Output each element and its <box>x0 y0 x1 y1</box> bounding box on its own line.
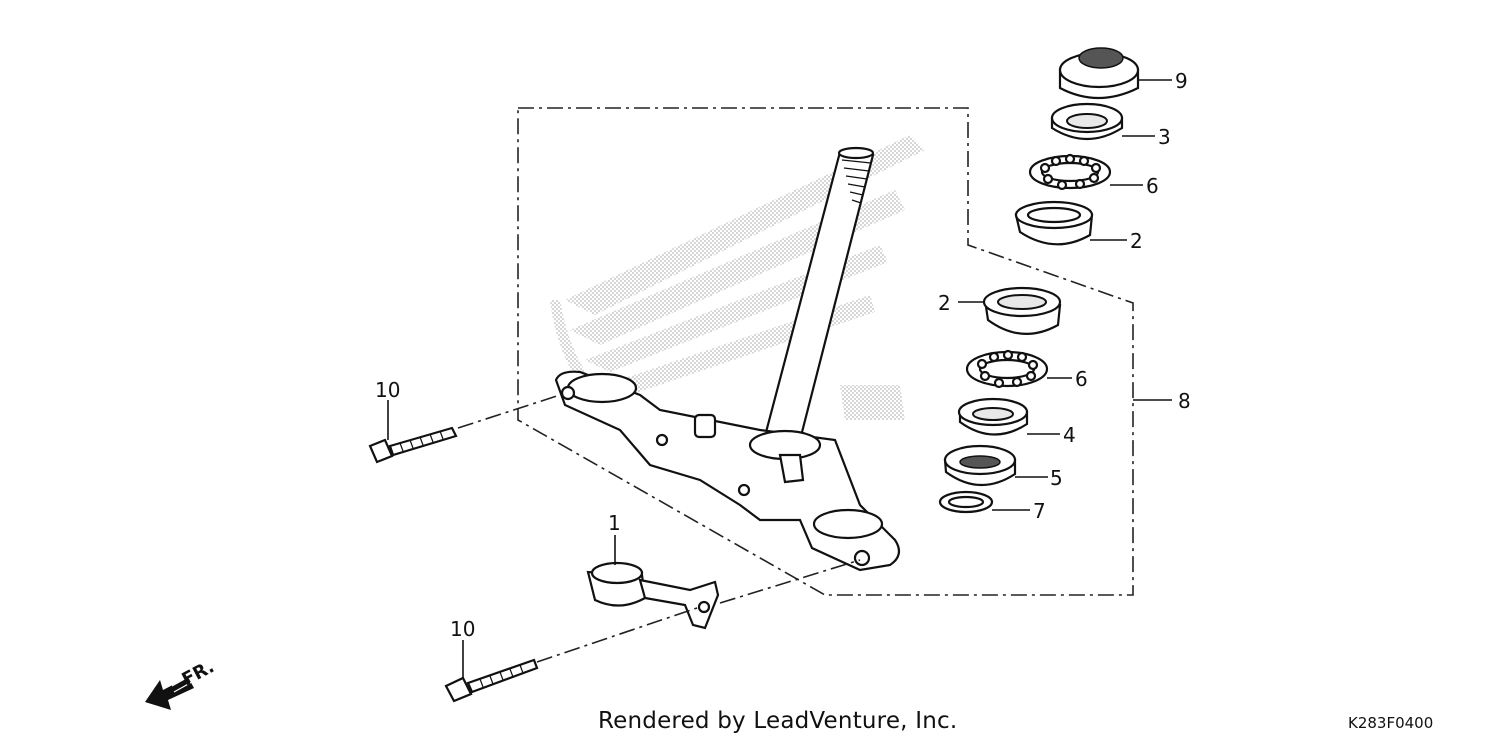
front-direction-arrow-icon <box>145 675 194 710</box>
steering-stem <box>763 146 875 442</box>
callout-2-lower: 2 <box>938 291 951 315</box>
part-6-ball-bearing-upper <box>1028 153 1112 191</box>
callout-7: 7 <box>1033 499 1046 523</box>
leader-lines <box>387 79 1172 678</box>
part-2-outer-race-lower <box>982 286 1062 335</box>
callout-4: 4 <box>1063 423 1076 447</box>
part-2-outer-race-upper <box>1014 200 1094 246</box>
part-5-dust-seal <box>943 444 1017 487</box>
part-3-cone-race <box>1050 102 1124 140</box>
callout-10-lower: 10 <box>450 617 475 641</box>
callout-2-upper: 2 <box>1130 229 1143 253</box>
callout-9: 9 <box>1175 69 1188 93</box>
part-10-bolt-lower <box>444 658 539 703</box>
part-7-washer <box>938 490 994 514</box>
part-9-stem-nut <box>1058 47 1140 100</box>
diagram-code: K283F0400 <box>1348 714 1434 732</box>
part-6-ball-bearing-lower <box>965 349 1049 389</box>
part-10-bolt-upper <box>368 426 458 464</box>
callout-1: 1 <box>608 511 621 535</box>
callout-8: 8 <box>1178 389 1191 413</box>
render-credit: Rendered by LeadVenture, Inc. <box>598 708 958 734</box>
callout-10-upper: 10 <box>375 378 400 402</box>
assembly-boundary <box>517 107 1134 596</box>
callout-6-lower: 6 <box>1075 367 1088 391</box>
part-4-cone-race <box>957 397 1029 436</box>
bottom-bridge <box>554 370 901 572</box>
callout-3: 3 <box>1158 125 1171 149</box>
part-1-clamp <box>586 561 720 630</box>
callout-6-upper: 6 <box>1146 174 1159 198</box>
callout-5: 5 <box>1050 466 1063 490</box>
